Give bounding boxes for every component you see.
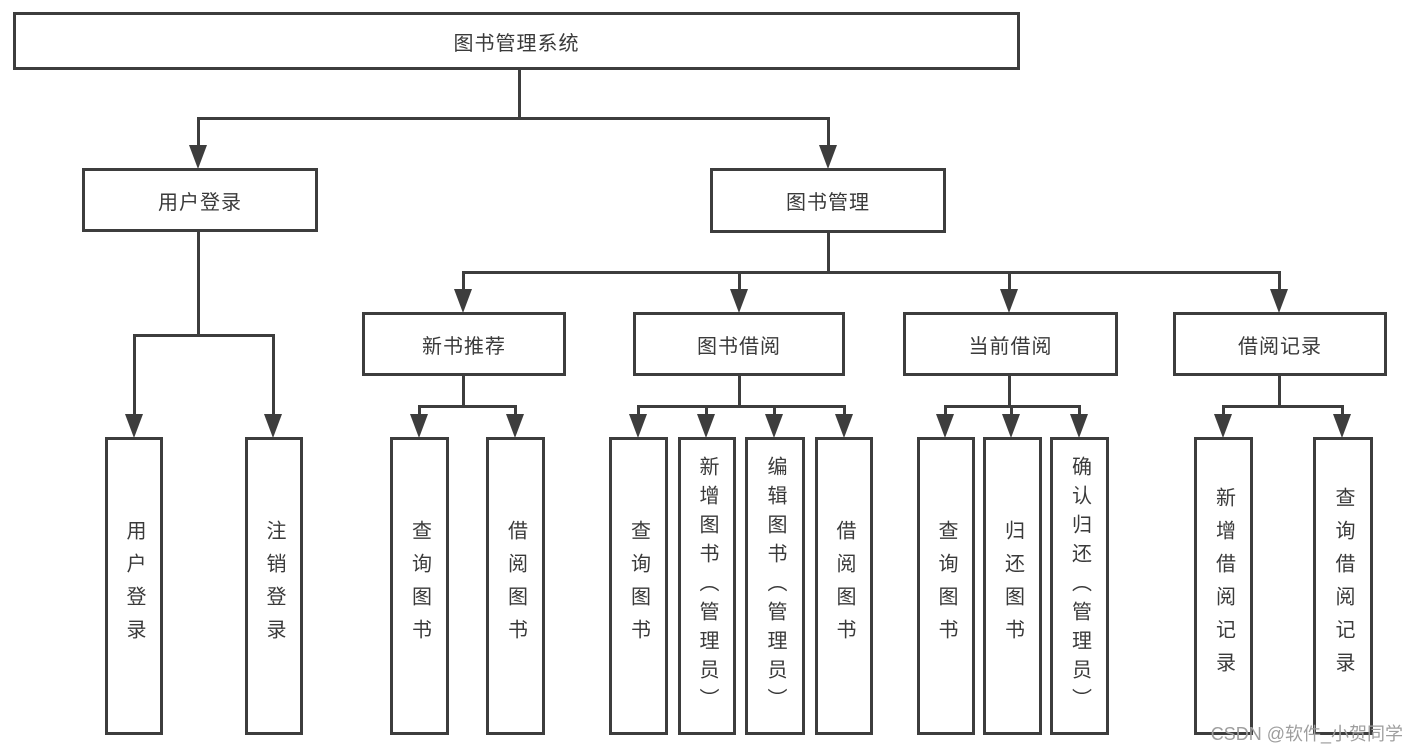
arrow-head bbox=[1214, 414, 1232, 438]
connector bbox=[1278, 376, 1281, 408]
arrow-head bbox=[1070, 414, 1088, 438]
connector bbox=[944, 405, 947, 417]
arrow-head bbox=[1000, 289, 1018, 313]
arrow-head bbox=[506, 414, 524, 438]
connector bbox=[418, 405, 517, 408]
leaf-label: 查询图书 bbox=[627, 520, 650, 652]
connector bbox=[1008, 376, 1011, 408]
leaf-query-books-1: 查询图书 bbox=[390, 437, 449, 735]
leaf-query-books-3: 查询图书 bbox=[917, 437, 975, 735]
connector bbox=[197, 117, 830, 120]
arrow-head bbox=[1002, 414, 1020, 438]
arrow-head bbox=[765, 414, 783, 438]
node-user-login: 用户登录 bbox=[82, 168, 318, 232]
leaf-label: 编辑图书（管理员） bbox=[764, 455, 786, 717]
connector bbox=[637, 405, 846, 408]
connector bbox=[1008, 271, 1011, 291]
connector bbox=[514, 405, 517, 417]
leaf-label: 新增图书（管理员） bbox=[696, 455, 718, 717]
connector bbox=[738, 271, 741, 291]
leaf-query-books-2: 查询图书 bbox=[609, 437, 668, 735]
leaf-label: 注销登录 bbox=[263, 520, 285, 652]
leaf-label: 新增借阅记录 bbox=[1212, 487, 1235, 685]
connector bbox=[637, 405, 640, 417]
connector bbox=[1010, 405, 1013, 417]
node-new-book-recommend: 新书推荐 bbox=[362, 312, 566, 376]
connector bbox=[1341, 405, 1344, 417]
node-book-management: 图书管理 bbox=[710, 168, 946, 233]
connector bbox=[462, 271, 465, 291]
leaf-borrow-books-2: 借阅图书 bbox=[815, 437, 873, 735]
connector bbox=[272, 334, 275, 416]
arrow-head bbox=[264, 414, 282, 438]
leaf-query-borrow-record: 查询借阅记录 bbox=[1313, 437, 1373, 735]
node-label: 图书管理系统 bbox=[453, 32, 580, 55]
node-borrowing-records: 借阅记录 bbox=[1173, 312, 1387, 376]
arrow-head bbox=[819, 145, 837, 169]
node-current-borrowing: 当前借阅 bbox=[903, 312, 1118, 376]
connector bbox=[197, 117, 200, 150]
connector bbox=[1278, 271, 1281, 291]
arrow-head bbox=[125, 414, 143, 438]
leaf-label: 查询借阅记录 bbox=[1332, 487, 1354, 685]
leaf-label: 借阅图书 bbox=[504, 520, 527, 652]
leaf-logout: 注销登录 bbox=[245, 437, 303, 735]
arrow-head bbox=[1333, 414, 1351, 438]
connector bbox=[133, 334, 275, 337]
leaf-add-borrow-record: 新增借阅记录 bbox=[1194, 437, 1253, 735]
leaf-add-books-admin: 新增图书（管理员） bbox=[678, 437, 736, 735]
connector bbox=[843, 405, 846, 417]
node-label: 新书推荐 bbox=[422, 335, 506, 358]
connector bbox=[1222, 405, 1344, 408]
leaf-label: 归还图书 bbox=[1001, 520, 1024, 652]
leaf-label: 查询图书 bbox=[408, 520, 431, 652]
leaf-label: 确认归还（管理员） bbox=[1068, 455, 1091, 717]
connector bbox=[738, 376, 741, 408]
connector bbox=[827, 233, 830, 274]
connector bbox=[518, 69, 521, 119]
connector bbox=[705, 405, 708, 417]
node-label: 用户登录 bbox=[158, 191, 242, 214]
arrow-head bbox=[730, 289, 748, 313]
node-label: 当前借阅 bbox=[968, 335, 1053, 358]
leaf-label: 用户登录 bbox=[123, 520, 145, 652]
connector bbox=[1222, 405, 1225, 417]
arrow-head bbox=[629, 414, 647, 438]
connector bbox=[827, 117, 830, 148]
csdn-watermark: CSDN @软件_小贺同学 bbox=[1210, 724, 1403, 744]
leaf-confirm-return-admin: 确认归还（管理员） bbox=[1050, 437, 1109, 735]
connector bbox=[773, 405, 776, 417]
leaf-return-books: 归还图书 bbox=[983, 437, 1042, 735]
connector bbox=[462, 376, 465, 408]
connector bbox=[133, 334, 136, 416]
arrow-head bbox=[835, 414, 853, 438]
leaf-user-login: 用户登录 bbox=[105, 437, 163, 735]
node-label: 借阅记录 bbox=[1238, 335, 1322, 358]
arrow-head bbox=[189, 145, 207, 169]
node-label: 图书借阅 bbox=[697, 335, 781, 358]
arrow-head bbox=[936, 414, 954, 438]
connector bbox=[418, 405, 421, 417]
arrow-head bbox=[1270, 289, 1288, 313]
node-book-borrowing: 图书借阅 bbox=[633, 312, 845, 376]
leaf-edit-books-admin: 编辑图书（管理员） bbox=[745, 437, 805, 735]
arrow-head bbox=[410, 414, 428, 438]
leaf-borrow-books-1: 借阅图书 bbox=[486, 437, 545, 735]
arrow-head bbox=[454, 289, 472, 313]
leaf-label: 查询图书 bbox=[935, 520, 957, 652]
node-library-management-system: 图书管理系统 bbox=[13, 12, 1020, 70]
connector bbox=[197, 232, 200, 337]
node-label: 图书管理 bbox=[786, 192, 870, 214]
arrow-head bbox=[697, 414, 715, 438]
leaf-label: 借阅图书 bbox=[833, 520, 855, 652]
connector bbox=[462, 271, 1281, 274]
connector bbox=[1078, 405, 1081, 417]
